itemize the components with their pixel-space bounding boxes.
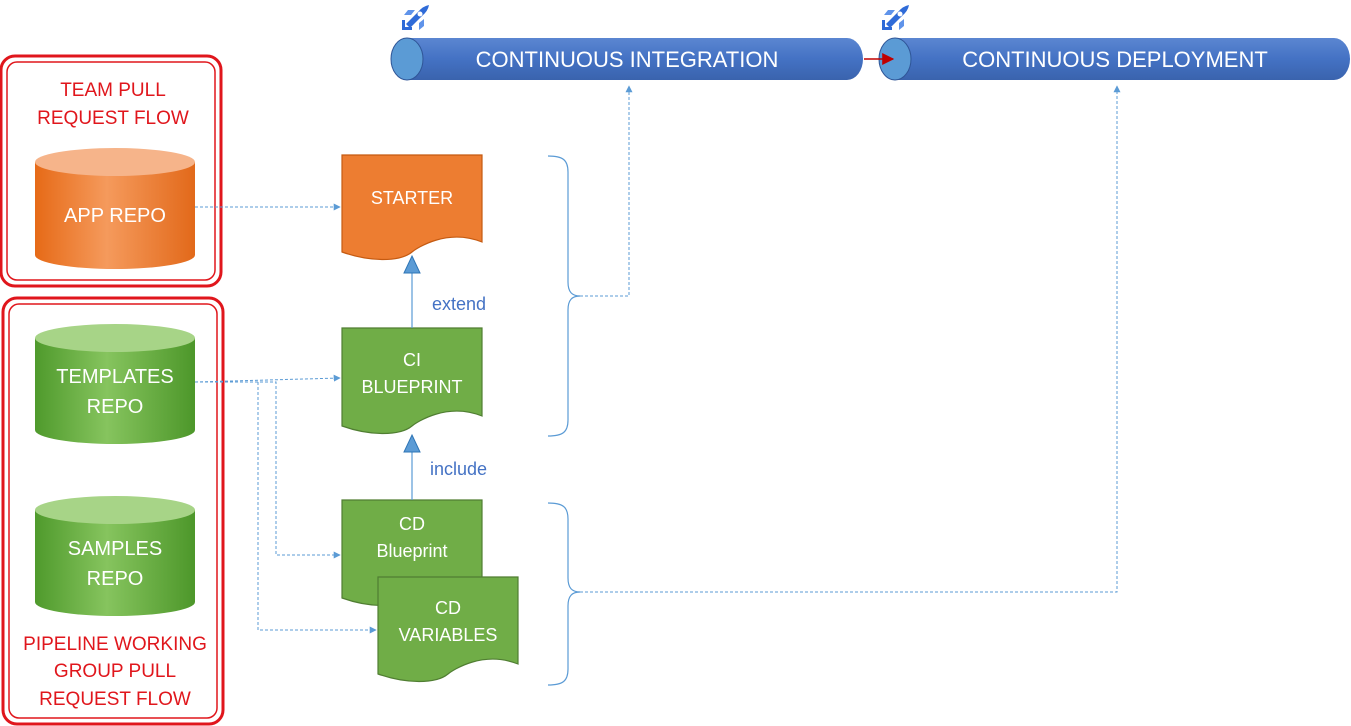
pipeline-flow-title-line2: GROUP PULL	[54, 661, 176, 682]
ci-blueprint-label-line1: CI	[403, 350, 421, 370]
team-flow-frame	[0, 54, 223, 288]
ci-pipeline-label: CONTINUOUS INTEGRATION	[476, 47, 779, 72]
starter-label: STARTER	[371, 188, 453, 208]
templates-repo-to-cd-blueprint-connector	[195, 381, 341, 559]
pipeline-flow-frame	[1, 296, 225, 726]
cd-pipeline-label: CONTINUOUS DEPLOYMENT	[962, 47, 1268, 72]
include-arrow	[403, 433, 421, 500]
cd-blueprint-label-line2: Blueprint	[376, 541, 447, 561]
samples-repo-label-line2: REPO	[87, 568, 144, 590]
ci-group-brace	[547, 155, 581, 437]
templates-repo-cylinder: TEMPLATES REPO	[35, 324, 195, 444]
templates-repo-label-line1: TEMPLATES	[56, 366, 173, 388]
ci-blueprint-document: CI BLUEPRINT	[341, 327, 483, 435]
pipeline-flow-title-line3: REQUEST FLOW	[39, 689, 191, 710]
team-flow-title-line1: TEAM PULL	[60, 80, 166, 101]
repo-connectors	[194, 203, 377, 634]
extend-arrow	[403, 254, 421, 328]
samples-repo-label-line1: SAMPLES	[68, 538, 162, 560]
starter-document: STARTER	[341, 154, 483, 261]
cd-pipeline: CONTINUOUS DEPLOYMENT	[878, 37, 1350, 81]
cd-variables-label-line1: CD	[435, 598, 461, 618]
cd-variables-label-line2: VARIABLES	[399, 625, 498, 645]
ci-blueprint-label-line2: BLUEPRINT	[361, 377, 462, 397]
ci-pipeline: CONTINUOUS INTEGRATION	[390, 37, 863, 81]
ci-rocket-icon	[402, 5, 429, 30]
templates-repo-to-cd-variables-connector	[257, 382, 377, 634]
samples-repo-cylinder: SAMPLES REPO	[35, 496, 195, 616]
templates-repo-to-ci-blueprint-connector	[194, 374, 341, 383]
pipeline-flow-title-line1: PIPELINE WORKING	[23, 634, 207, 655]
team-flow-title-line2: REQUEST FLOW	[37, 108, 189, 129]
cd-rocket-icon	[882, 5, 909, 30]
extend-label: extend	[432, 294, 486, 314]
templates-repo-label-line2: REPO	[87, 396, 144, 418]
ci-group-to-ci-pipeline-connector	[580, 85, 633, 297]
cd-variables-document: CD VARIABLES	[377, 576, 519, 683]
app-repo-cylinder: APP REPO	[35, 148, 195, 269]
app-repo-label: APP REPO	[64, 205, 166, 227]
cd-blueprint-label-line1: CD	[399, 514, 425, 534]
include-label: include	[430, 459, 487, 479]
cd-group-to-cd-pipeline-connector	[580, 85, 1121, 593]
cd-group-brace	[547, 502, 581, 686]
